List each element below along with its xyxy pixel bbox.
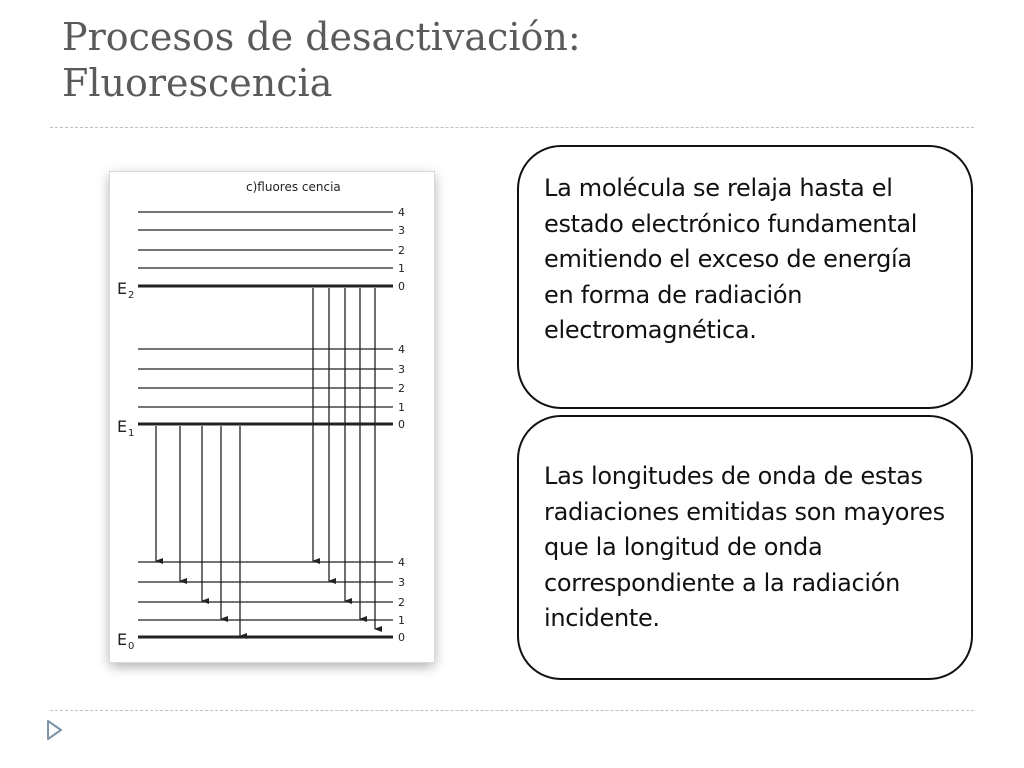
- bottom-divider: [50, 710, 974, 711]
- transition-arrows: [155, 288, 382, 639]
- vibrational-number: 4: [398, 206, 405, 219]
- electronic-state-label: E: [117, 630, 127, 649]
- vibrational-number: 1: [398, 614, 405, 627]
- explanation-box-wavelength: Las longitudes de onda de estas radiacio…: [517, 415, 973, 680]
- vibrational-number: 4: [398, 343, 405, 356]
- vibrational-number: 2: [398, 596, 405, 609]
- top-divider: [50, 127, 974, 128]
- relaxation-text: La molécula se relaja hasta el estado el…: [544, 174, 918, 344]
- vibrational-number: 3: [398, 576, 405, 589]
- vibrational-number: 2: [398, 244, 405, 257]
- vibrational-number: 0: [398, 418, 405, 431]
- vibrational-number: 1: [398, 401, 405, 414]
- vibrational-number: 0: [398, 280, 405, 293]
- vibrational-number: 0: [398, 631, 405, 644]
- diagram-caption: c)fluores cencia: [246, 180, 341, 194]
- wavelength-text: Las longitudes de onda de estas radiacio…: [544, 462, 945, 632]
- vibrational-number: 3: [398, 224, 405, 237]
- electronic-state-subscript: 2: [128, 290, 134, 301]
- electronic-state-label: E: [117, 279, 127, 298]
- title-line-1: Procesos de desactivación:: [62, 15, 581, 59]
- slide-title: Procesos de desactivación: Fluorescencia: [62, 14, 962, 106]
- vibrational-number: 2: [398, 382, 405, 395]
- explanation-box-relaxation: La molécula se relaja hasta el estado el…: [517, 145, 973, 409]
- electronic-state-subscript: 0: [128, 641, 134, 652]
- vibrational-number: 3: [398, 363, 405, 376]
- play-triangle-icon: [47, 720, 62, 740]
- electronic-state-subscript: 1: [128, 428, 134, 439]
- electronic-state-label: E: [117, 417, 127, 436]
- vibrational-number: 4: [398, 556, 405, 569]
- title-line-2: Fluorescencia: [62, 61, 333, 105]
- vibrational-number: 1: [398, 262, 405, 275]
